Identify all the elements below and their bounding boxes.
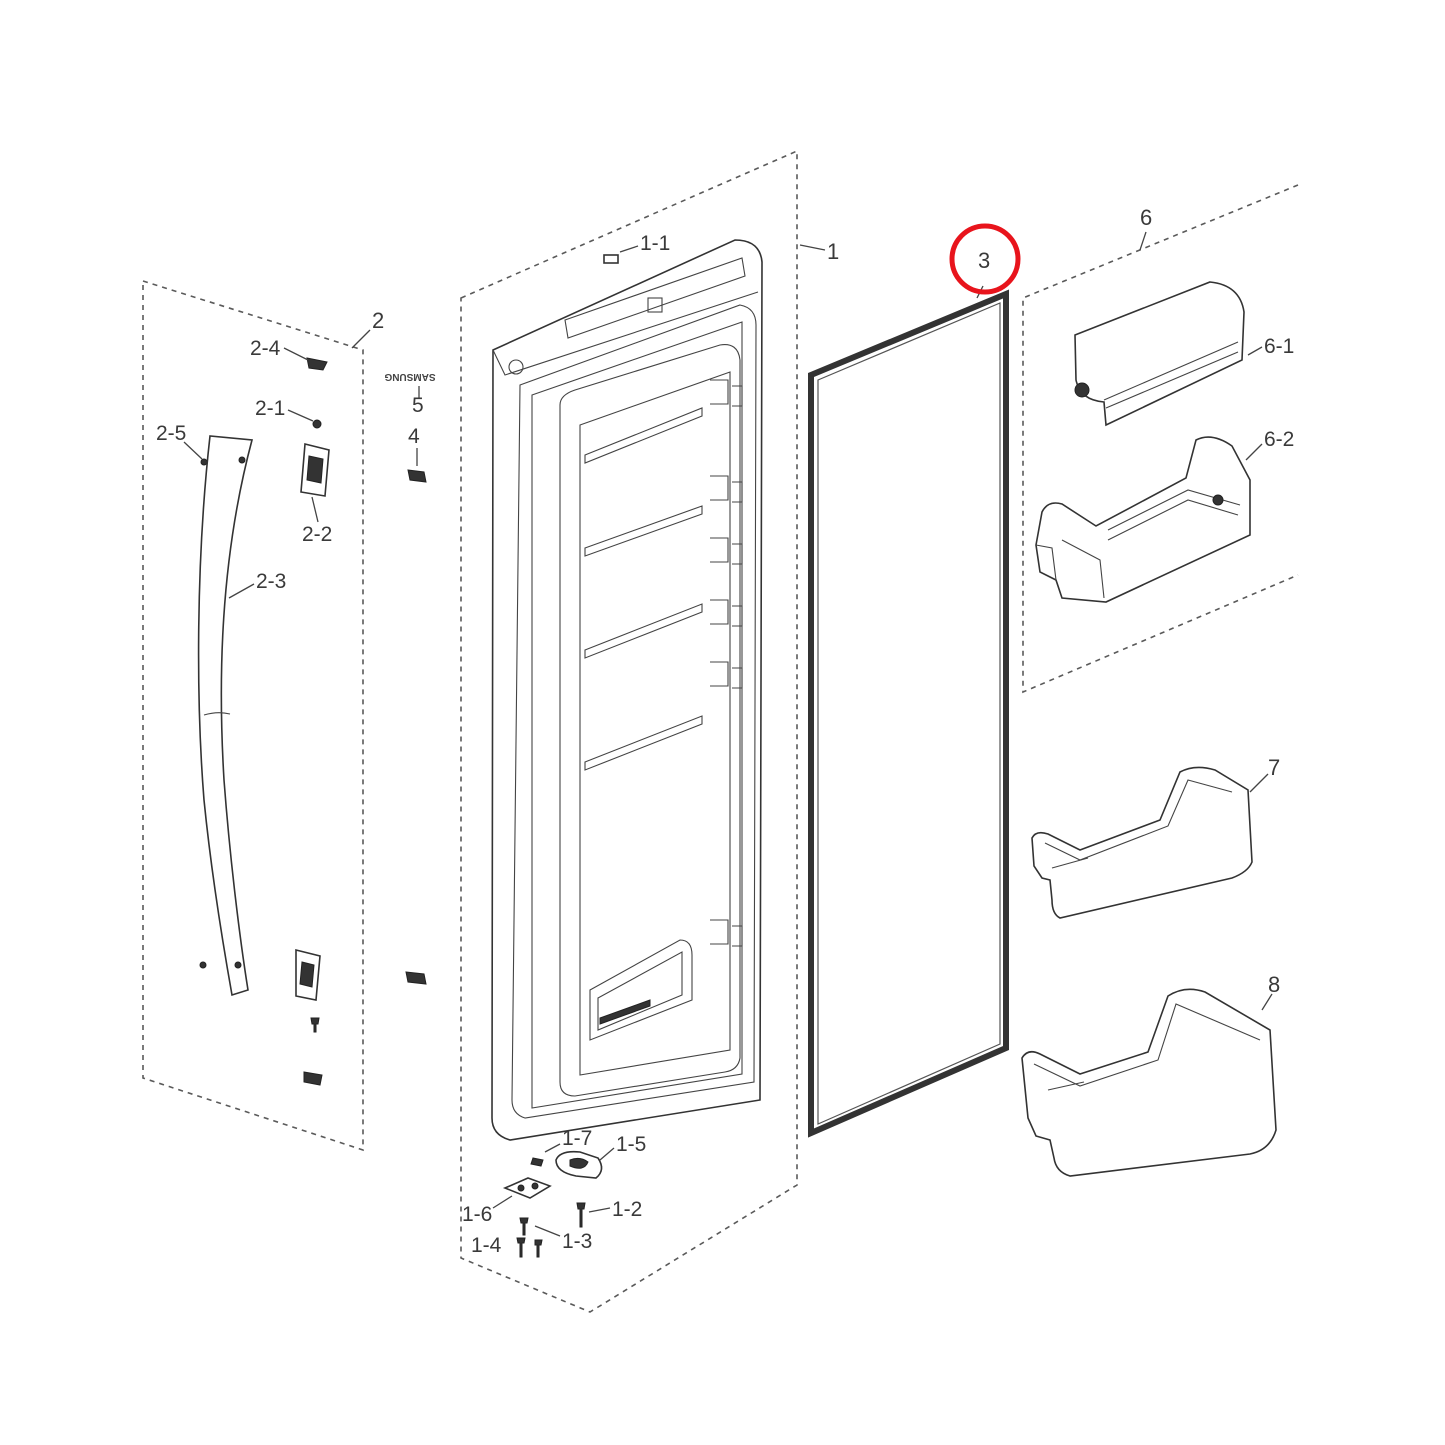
label-5: 5: [412, 394, 424, 417]
door-bin-8: 8: [1021, 972, 1280, 1177]
label-6-2: 6-2: [1264, 428, 1294, 451]
label-1: 1: [827, 239, 839, 264]
label-2-4: 2-4: [250, 337, 281, 360]
door-gasket-part: 3: [808, 223, 1021, 1138]
label-1-4: 1-4: [471, 1234, 502, 1257]
part-6-1-dairy-cover: [1074, 281, 1245, 427]
label-3: 3: [978, 248, 990, 273]
handle-assembly-group: 2 2-4 2-1 2-2 2-5 2-3: [142, 279, 384, 1152]
label-2-3: 2-3: [256, 570, 286, 593]
label-2-1: 2-1: [255, 397, 285, 420]
part-6-2-dairy-bin: [1035, 436, 1251, 603]
part-1-7-washer: [530, 1157, 544, 1167]
part-4-hinge-cap-bottom: [405, 971, 427, 985]
part-8-door-bin: [1021, 988, 1277, 1177]
label-6: 6: [1140, 205, 1152, 230]
label-2-2: 2-2: [302, 523, 332, 546]
part-2-4-clip: [306, 357, 328, 371]
highlight-circle: [949, 223, 1021, 295]
label-2: 2: [372, 308, 384, 333]
label-7: 7: [1268, 755, 1280, 780]
part-1-3-screw: [519, 1217, 529, 1236]
label-8: 8: [1268, 972, 1280, 997]
label-6-1: 6-1: [1264, 335, 1294, 358]
label-1-3: 1-3: [562, 1230, 592, 1253]
part-1-4-screw: [516, 1237, 526, 1258]
label-1-5: 1-5: [616, 1133, 646, 1156]
door-group-boundary: [460, 149, 798, 1313]
part-1-1-cover: [603, 254, 619, 264]
part-2-5-screw-lower: [199, 961, 207, 969]
part-3-door-gasket: [808, 289, 1009, 1138]
part-2-5-screw: [200, 458, 208, 466]
label-1-7: 1-7: [562, 1127, 592, 1150]
part-2-3-door-handle: [197, 435, 254, 997]
label-1-6: 1-6: [462, 1203, 492, 1226]
part-2-4-clip-lower: [303, 1071, 323, 1086]
part-1-6-hinge-plate: [502, 1177, 552, 1199]
door-assembly-group: 1 1-1: [460, 149, 839, 1313]
label-4: 4: [408, 425, 420, 448]
label-2-5: 2-5: [156, 422, 186, 445]
part-7-door-bin: [1031, 766, 1253, 919]
handle-group-boundary: [142, 279, 364, 1152]
part-2-1-screw: [312, 419, 322, 429]
dairy-group-boundary: [1022, 184, 1299, 694]
label-1-1: 1-1: [640, 232, 670, 255]
door-bin-7: 7: [1031, 755, 1280, 919]
part-screw-lower: [310, 1017, 320, 1033]
part-4-hinge-cap-top: [407, 469, 427, 483]
part-1-2-bolt: [576, 1202, 586, 1228]
samsung-logo-badge: SAMSUNG: [384, 371, 435, 382]
label-1-2: 1-2: [612, 1198, 642, 1221]
dairy-compartment-group: 6 6-1 6-2: [1022, 184, 1299, 694]
logo-and-cap-parts: SAMSUNG 5 4: [384, 371, 436, 985]
